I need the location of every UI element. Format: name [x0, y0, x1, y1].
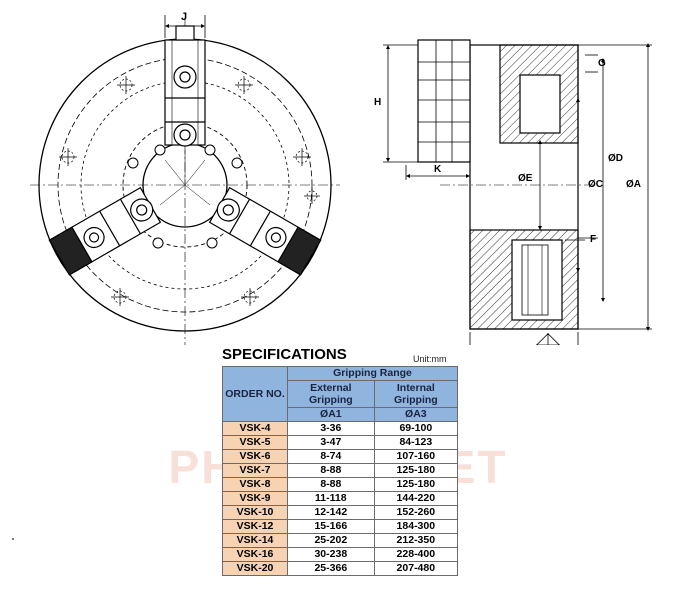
internal-range: 84-123 — [373, 435, 459, 450]
external-range: 8-88 — [287, 463, 375, 478]
specifications-title: SPECIFICATIONS — [222, 346, 347, 363]
internal-range: 144-220 — [373, 491, 459, 506]
external-range: 25-202 — [287, 533, 375, 548]
header-external-gripping: External Gripping — [287, 380, 375, 408]
internal-range: 152-260 — [373, 505, 459, 520]
label-c: ØC — [588, 179, 603, 190]
label-g: G — [598, 58, 606, 69]
order-no: VSK-10 — [222, 505, 288, 520]
jaw-lower-right — [208, 186, 322, 276]
external-range: 25-366 — [287, 561, 375, 576]
external-range: 8-88 — [287, 477, 375, 492]
label-j: J — [181, 11, 187, 23]
chuck-technical-drawing: J — [30, 11, 652, 345]
internal-range: 207-480 — [373, 561, 459, 576]
internal-range: 228-400 — [373, 547, 459, 562]
header-a1: ØA1 — [287, 407, 375, 422]
external-range: 3-47 — [287, 435, 375, 450]
header-internal-gripping: Internal Gripping — [373, 380, 459, 408]
header-a3: ØA3 — [373, 407, 459, 422]
order-no: VSK-14 — [222, 533, 288, 548]
specifications-table: ORDER NO. Gripping Range External Grippi… — [222, 366, 459, 576]
label-h: H — [374, 97, 381, 108]
external-range: 11-118 — [287, 491, 375, 506]
external-range: 8-74 — [287, 449, 375, 464]
dimension-j — [164, 15, 206, 38]
side-dimensions — [383, 43, 652, 345]
order-no: VSK-20 — [222, 561, 288, 576]
unit-label: Unit:mm — [413, 354, 447, 364]
internal-range: 69-100 — [373, 421, 459, 436]
order-no: VSK-7 — [222, 463, 288, 478]
order-no: VSK-9 — [222, 491, 288, 506]
header-order-no: ORDER NO. — [222, 366, 288, 422]
header-gripping-range: Gripping Range — [287, 366, 458, 381]
crosshair-marks — [59, 76, 320, 306]
label-d: ØD — [608, 153, 623, 164]
jaw-top — [164, 25, 206, 147]
external-range: 15-166 — [287, 519, 375, 534]
order-no: VSK-12 — [222, 519, 288, 534]
mounting-holes — [127, 144, 243, 249]
label-a: ØA — [626, 179, 641, 190]
internal-range: 107-160 — [373, 449, 459, 464]
external-range: 12-142 — [287, 505, 375, 520]
label-f: F — [590, 234, 596, 245]
internal-range: 184-300 — [373, 519, 459, 534]
label-k: K — [434, 164, 442, 175]
order-no: VSK-16 — [222, 547, 288, 562]
internal-range: 125-180 — [373, 477, 459, 492]
external-range: 30-238 — [287, 547, 375, 562]
order-no: VSK-6 — [222, 449, 288, 464]
side-view — [417, 39, 595, 330]
order-no: VSK-8 — [222, 477, 288, 492]
jaw-lower-left — [48, 186, 162, 276]
order-no: VSK-4 — [222, 421, 288, 436]
external-range: 3-36 — [287, 421, 375, 436]
stray-dot — [12, 538, 14, 540]
internal-range: 212-350 — [373, 533, 459, 548]
order-no: VSK-5 — [222, 435, 288, 450]
label-e: ØE — [518, 173, 533, 184]
internal-range: 125-180 — [373, 463, 459, 478]
